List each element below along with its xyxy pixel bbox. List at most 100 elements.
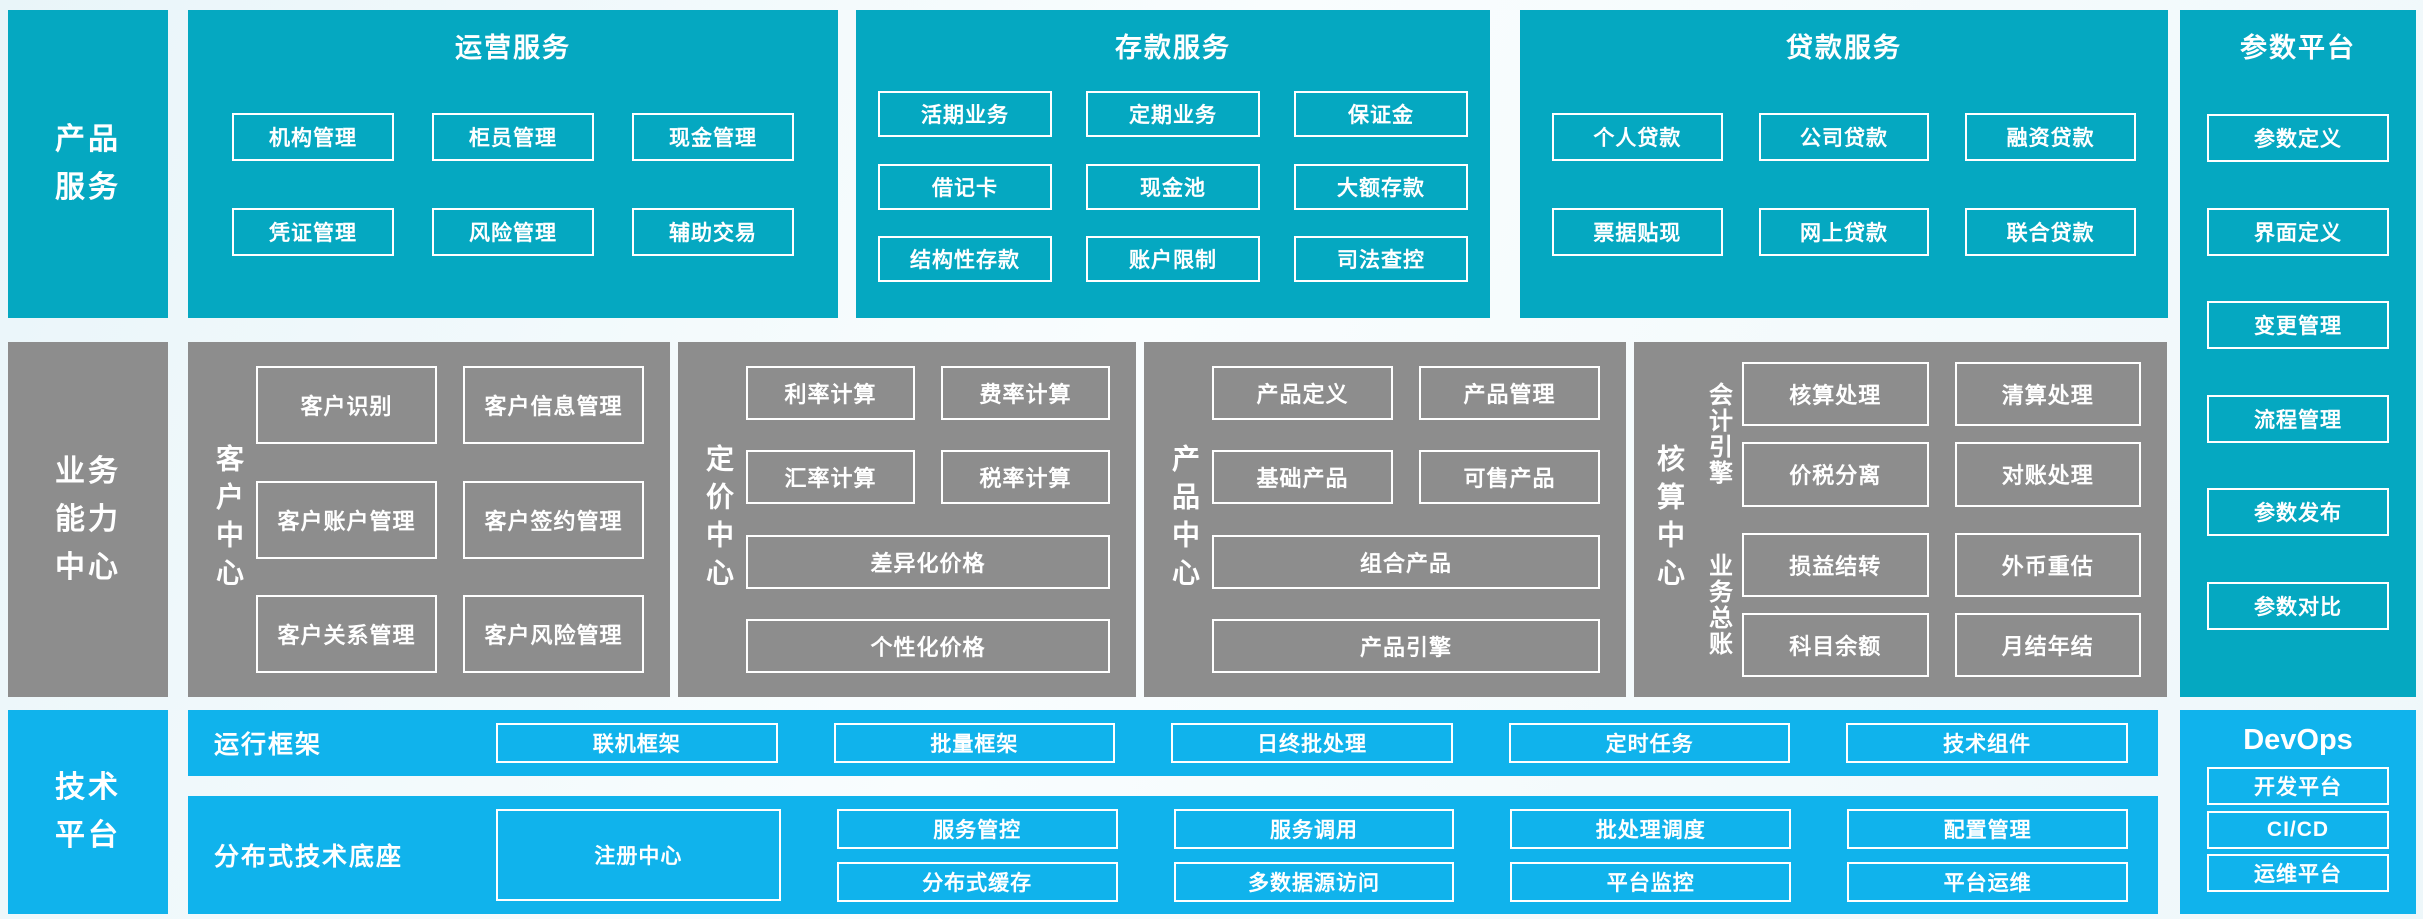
module-box: 产品定义	[1212, 366, 1393, 420]
module-box: 客户风险管理	[463, 595, 644, 673]
module-box: 外币重估	[1954, 532, 2141, 597]
module-box: 保证金	[1294, 91, 1468, 138]
runtime-framework-label: 运行框架	[214, 731, 323, 759]
module-box: 汇率计算	[746, 450, 915, 505]
module-box: 平台监控	[1510, 861, 1792, 902]
module-box: 客户识别	[256, 366, 437, 444]
deposit-module-grid: 活期业务 定期业务 保证金 借记卡 现金池 大额存款 结构性存款 账户限制 司法…	[856, 65, 1490, 318]
module-box: 凭证管理	[232, 208, 394, 257]
module-box: 费率计算	[941, 366, 1110, 420]
module-box: 核算处理	[1742, 362, 1929, 427]
module-box: 活期业务	[878, 91, 1052, 138]
loan-services-title: 贷款服务	[1786, 33, 1902, 63]
module-box: 融资贷款	[1965, 112, 2136, 161]
accounting-engine-label: 会计引擎	[1704, 382, 1732, 487]
module-box: 清算处理	[1954, 362, 2141, 427]
module-box: 价税分离	[1742, 442, 1929, 507]
runtime-framework-band: 运行框架 联机框架 批量框架 日终批处理 定时任务 技术组件	[188, 710, 2158, 776]
module-box: 参数对比	[2207, 581, 2389, 630]
module-box: 现金管理	[632, 112, 794, 161]
module-box: 客户账户管理	[256, 480, 437, 559]
module-box: 多数据源访问	[1173, 861, 1455, 902]
product-module-stack: 产品定义 产品管理 基础产品 可售产品 组合产品 产品引擎	[1212, 366, 1600, 673]
module-box: 产品管理	[1419, 366, 1600, 420]
distributed-column: 批处理调度 平台监控	[1510, 808, 1792, 902]
module-box: 分布式缓存	[836, 861, 1118, 902]
pricing-center-section: 定价中心 利率计算 费率计算 汇率计算 税率计算 差异化价格 个性化价格	[678, 342, 1136, 697]
module-box: 利率计算	[746, 366, 915, 420]
module-box: 账户限制	[1086, 235, 1260, 282]
module-box: 税率计算	[941, 450, 1110, 505]
devops-title: DevOps	[2243, 724, 2353, 756]
module-box: 参数定义	[2207, 114, 2389, 163]
accounting-center-label: 核算中心	[1654, 443, 1685, 596]
module-box: 机构管理	[232, 112, 394, 161]
distributed-column: 服务调用 多数据源访问	[1173, 808, 1455, 902]
module-box: 票据贴现	[1552, 208, 1723, 257]
product-services-row-label: 产品 服务	[8, 10, 168, 318]
module-box: 司法查控	[1294, 235, 1468, 282]
business-capability-row-label: 业务 能力 中心	[8, 342, 168, 697]
module-box: 现金池	[1086, 163, 1260, 210]
devops-list: 开发平台 CI/CD 运维平台	[2180, 757, 2416, 914]
module-box: 定时任务	[1508, 723, 1791, 763]
loan-services-section: 贷款服务 个人贷款 公司贷款 融资贷款 票据贴现 网上贷款 联合贷款	[1520, 10, 2168, 318]
module-box: 借记卡	[878, 163, 1052, 210]
accounting-center-section: 核算中心 会计引擎 核算处理 清算处理 价税分离 对账处理 业务总账 损益结转 …	[1634, 342, 2167, 697]
module-box: 联机框架	[496, 723, 778, 763]
parameter-platform-title: 参数平台	[2240, 33, 2356, 63]
module-box: 平台运维	[1847, 861, 2128, 902]
module-box: 损益结转	[1742, 532, 1929, 597]
module-box: 技术组件	[1846, 723, 2128, 763]
module-box: 客户签约管理	[463, 480, 644, 559]
module-box: 大额存款	[1294, 163, 1468, 210]
module-box: 客户关系管理	[256, 595, 437, 673]
customer-module-grid: 客户识别 客户信息管理 客户账户管理 客户签约管理 客户关系管理 客户风险管理	[256, 366, 644, 673]
business-ledger-group: 业务总账 损益结转 外币重估 科目余额 月结年结	[1694, 532, 2141, 677]
module-box: 组合产品	[1212, 534, 1600, 589]
customer-center-label: 客户中心	[213, 443, 244, 596]
module-box: 风险管理	[432, 208, 594, 257]
module-box: 批量框架	[833, 723, 1116, 763]
module-box: 结构性存款	[878, 235, 1052, 282]
module-box: 注册中心	[496, 809, 781, 901]
module-box: 辅助交易	[632, 208, 794, 257]
module-box: 服务管控	[836, 808, 1118, 849]
product-center-label: 产品中心	[1169, 443, 1200, 596]
row-label-line: 业务	[55, 454, 121, 488]
loan-module-grid: 个人贷款 公司贷款 融资贷款 票据贴现 网上贷款 联合贷款	[1520, 65, 2168, 318]
deposit-services-section: 存款服务 活期业务 定期业务 保证金 借记卡 现金池 大额存款 结构性存款 账户…	[856, 10, 1490, 318]
module-box: 柜员管理	[432, 112, 594, 161]
module-box: 变更管理	[2207, 301, 2389, 350]
module-box: 运维平台	[2207, 854, 2389, 893]
row-label-line: 服务	[55, 171, 121, 204]
module-box: 个人贷款	[1552, 112, 1723, 161]
distributed-column: 服务管控 分布式缓存	[836, 808, 1118, 902]
module-box: 联合贷款	[1965, 208, 2136, 257]
module-box: 基础产品	[1212, 450, 1393, 505]
module-box: 定期业务	[1086, 91, 1260, 138]
customer-center-section: 客户中心 客户识别 客户信息管理 客户账户管理 客户签约管理 客户关系管理 客户…	[188, 342, 670, 697]
module-box: 配置管理	[1847, 808, 2128, 849]
module-box: 服务调用	[1173, 808, 1455, 849]
row-label-line: 技术	[55, 771, 121, 804]
module-box: 个性化价格	[746, 618, 1110, 673]
distributed-column: 配置管理 平台运维	[1847, 808, 2128, 902]
module-box: 客户信息管理	[463, 366, 644, 444]
parameter-platform-section: 参数平台 参数定义 界面定义 变更管理 流程管理 参数发布 参数对比	[2180, 10, 2416, 697]
row-label-line: 中心	[55, 550, 121, 584]
module-box: 可售产品	[1419, 450, 1600, 505]
distributed-base-label: 分布式技术底座	[214, 843, 404, 871]
module-box: 界面定义	[2207, 207, 2389, 256]
module-box: 产品引擎	[1212, 618, 1600, 673]
business-ledger-label: 业务总账	[1704, 552, 1732, 657]
module-box: 科目余额	[1742, 612, 1929, 677]
module-box: CI/CD	[2207, 810, 2389, 849]
module-box: 月结年结	[1954, 612, 2141, 677]
row-label-line: 能力	[55, 502, 121, 536]
deposit-services-title: 存款服务	[1115, 33, 1231, 63]
module-box: 流程管理	[2207, 394, 2389, 443]
technology-platform-row-label: 技术 平台	[8, 710, 168, 914]
devops-section: DevOps 开发平台 CI/CD 运维平台	[2180, 710, 2416, 914]
